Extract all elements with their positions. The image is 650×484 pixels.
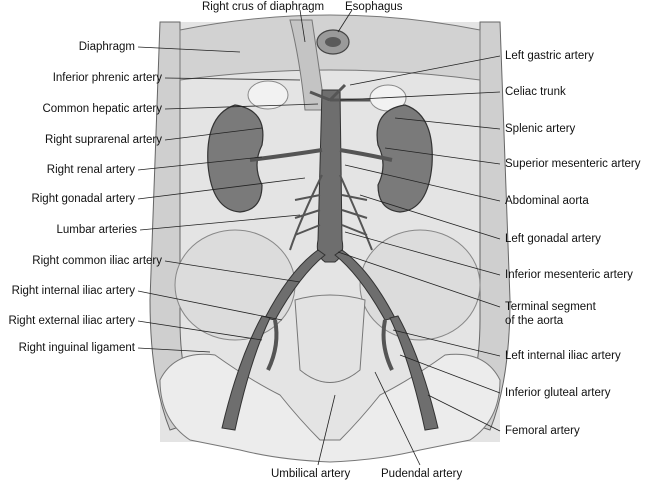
- label-common-hepatic-artery: Common hepatic artery: [42, 103, 162, 115]
- label-right-renal-artery: Right renal artery: [46, 164, 135, 176]
- label-diaphragm: Diaphragm: [78, 41, 135, 53]
- abdominal-aorta-vessel: [316, 89, 344, 263]
- label-umbilical-artery: Umbilical artery: [271, 468, 351, 480]
- label-right-crus: Right crus of diaphragm: [202, 1, 325, 13]
- label-pudendal-artery: Pudendal artery: [381, 468, 463, 480]
- label-right-external-iliac-artery: Right external iliac artery: [8, 315, 135, 327]
- right-renal-vessel: [249, 148, 323, 162]
- sacrum: [294, 294, 366, 383]
- label-left-internal-iliac-artery: Left internal iliac artery: [505, 350, 621, 362]
- label-terminal-segment-line2: of the aorta: [505, 315, 564, 327]
- label-inferior-gluteal-artery: Inferior gluteal artery: [505, 387, 611, 399]
- left-internal-iliac-vessel: [381, 319, 394, 371]
- left-gonadal-vessel: [339, 174, 373, 251]
- leader-lines: [137, 9, 501, 466]
- label-splenic-artery: Splenic artery: [505, 123, 576, 135]
- label-esophagus: Esophagus: [345, 1, 403, 13]
- left-external-iliac-vessel: [389, 315, 439, 431]
- right-adrenal-gland: [247, 80, 289, 110]
- esophagus-lumen: [325, 37, 341, 47]
- lumbar-vessels: [294, 194, 368, 236]
- label-right-inguinal-ligament: Right inguinal ligament: [18, 342, 135, 354]
- label-inferior-mesenteric-artery: Inferior mesenteric artery: [505, 269, 633, 281]
- left-iliac-fossa: [359, 229, 481, 341]
- label-femoral-artery: Femoral artery: [505, 425, 580, 437]
- label-superior-mesenteric-artery: Superior mesenteric artery: [505, 158, 641, 170]
- celiac-vessel: [309, 83, 370, 102]
- label-right-suprarenal-artery: Right suprarenal artery: [45, 134, 162, 146]
- right-external-iliac-vessel: [221, 315, 271, 431]
- label-inferior-phrenic-artery: Inferior phrenic artery: [52, 72, 162, 84]
- label-right-common-iliac-artery: Right common iliac artery: [32, 255, 162, 267]
- left-kidney: [376, 104, 433, 213]
- label-celiac-trunk: Celiac trunk: [505, 86, 566, 98]
- label-abdominal-aorta: Abdominal aorta: [505, 195, 589, 207]
- left-renal-vessel: [339, 148, 393, 162]
- label-lumbar-arteries: Lumbar arteries: [56, 224, 137, 236]
- label-left-gonadal-artery: Left gonadal artery: [505, 233, 601, 245]
- label-right-gonadal-artery: Right gonadal artery: [31, 193, 135, 205]
- right-internal-iliac-vessel: [266, 319, 279, 371]
- label-left-gastric-artery: Left gastric artery: [505, 50, 594, 62]
- label-terminal-segment-line1: Terminal segment: [505, 301, 596, 313]
- label-right-internal-iliac-artery: Right internal iliac artery: [11, 285, 135, 297]
